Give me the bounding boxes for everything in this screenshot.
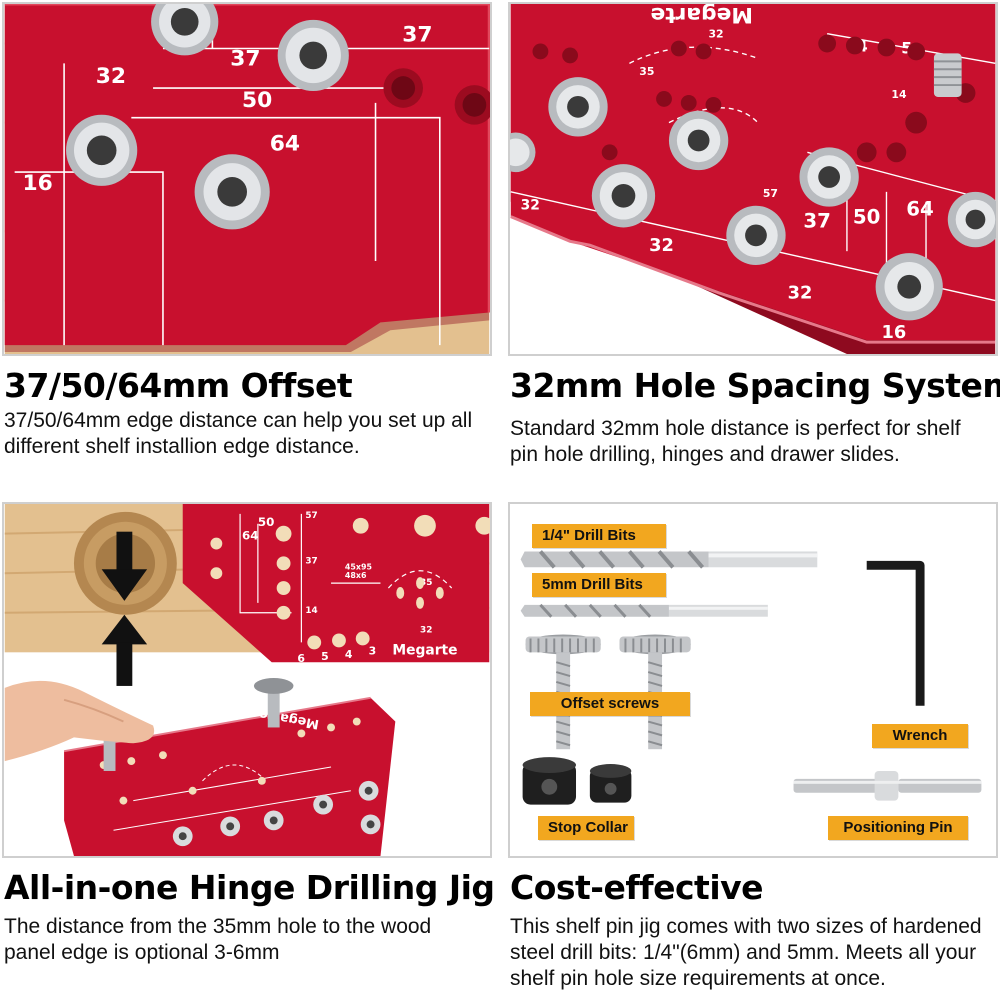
hole-spacing-jig-photo: Megarte 3 4 5 32 35 14 32 37 50 64 57 32… bbox=[510, 4, 996, 354]
jig-mark: 32 bbox=[521, 198, 540, 214]
jig-mark: 35 bbox=[639, 65, 654, 78]
section-description: 37/50/64mm edge distance can help you se… bbox=[4, 409, 473, 458]
jig-mark: 57 bbox=[305, 511, 317, 521]
jig-mark: 3 bbox=[369, 644, 377, 657]
parts-photo bbox=[510, 504, 996, 856]
jig-mark: 48x6 bbox=[345, 571, 367, 580]
part-label: 1/4" Drill Bits bbox=[532, 524, 666, 548]
jig-mark: 14 bbox=[891, 88, 907, 101]
drill-bit-5mm bbox=[520, 603, 768, 618]
offset-jig-photo: 37 32 50 64 16 37 bbox=[4, 4, 490, 354]
jig-mark: 37 bbox=[230, 46, 260, 71]
part-label: 5mm Drill Bits bbox=[532, 573, 666, 597]
parts-image-panel: 1/4" Drill Bits 5mm Drill Bits Offset sc… bbox=[508, 502, 998, 858]
hinge-jig-photo: 50 64 57 37 14 45x95 48x6 35 32 6 5 4 3 … bbox=[4, 504, 490, 856]
arrow-down-icon bbox=[101, 531, 148, 601]
offset-image-panel: 37 32 50 64 16 37 bbox=[2, 2, 492, 356]
section-heading: 37/50/64mm Offset bbox=[4, 366, 353, 405]
positioning-pin bbox=[793, 770, 982, 801]
arrow-up-icon bbox=[101, 614, 148, 686]
section-heading: Cost-effective bbox=[510, 868, 764, 907]
section-heading: 32mm Hole Spacing System bbox=[510, 366, 1000, 405]
jig-mark: 32 bbox=[788, 283, 813, 304]
part-label: Stop Collar bbox=[538, 816, 634, 840]
jig-mark: 35 bbox=[420, 578, 432, 588]
part-label: Positioning Pin bbox=[828, 816, 968, 840]
part-label: Wrench bbox=[872, 724, 968, 748]
jig-mark: 16 bbox=[23, 171, 53, 196]
jig-mark: 32 bbox=[709, 28, 724, 41]
jig-mark: 32 bbox=[96, 64, 126, 89]
jig-mark: 5 bbox=[321, 650, 329, 663]
jig-mark: 37 bbox=[803, 209, 831, 232]
jig-mark: 64 bbox=[242, 529, 259, 543]
jig-mark: 64 bbox=[906, 198, 934, 221]
hole-spacing-image-panel: Megarte 3 4 5 32 35 14 32 37 50 64 57 32… bbox=[508, 2, 998, 356]
jig-mark: 37 bbox=[402, 23, 432, 48]
jig-mark: 50 bbox=[853, 205, 881, 228]
jig-mark: Megarte bbox=[650, 4, 753, 27]
jig-mark: 45x95 bbox=[345, 562, 372, 571]
jig-mark: 16 bbox=[882, 322, 907, 343]
jig-mark: 6 bbox=[297, 652, 305, 665]
stop-collars bbox=[522, 757, 632, 805]
hinge-jig-image-panel: 50 64 57 37 14 45x95 48x6 35 32 6 5 4 3 … bbox=[2, 502, 492, 858]
wrench bbox=[866, 560, 925, 706]
jig-mark: 50 bbox=[242, 88, 272, 113]
section-description: Standard 32mm hole distance is perfect f… bbox=[510, 417, 961, 466]
jig-mark: 32 bbox=[420, 626, 432, 636]
jig-mark: 4 bbox=[345, 648, 353, 661]
drill-bit-quarter bbox=[520, 550, 818, 569]
jig-mark: 50 bbox=[258, 515, 275, 529]
jig-mark: 57 bbox=[763, 187, 778, 200]
section-heading: All-in-one Hinge Drilling Jig bbox=[4, 868, 495, 907]
jig-mark: Megarte bbox=[392, 642, 457, 658]
jig-mark: 14 bbox=[305, 606, 317, 616]
jig-mark: 5 bbox=[901, 38, 912, 57]
part-label: Offset screws bbox=[530, 692, 690, 716]
section-description: The distance from the 35mm hole to the w… bbox=[4, 915, 432, 964]
jig-mark: 32 bbox=[649, 235, 674, 256]
jig-mark: 37 bbox=[305, 556, 317, 566]
section-description: This shelf pin jig comes with two sizes … bbox=[510, 915, 982, 990]
jig-mark: 64 bbox=[270, 131, 300, 156]
